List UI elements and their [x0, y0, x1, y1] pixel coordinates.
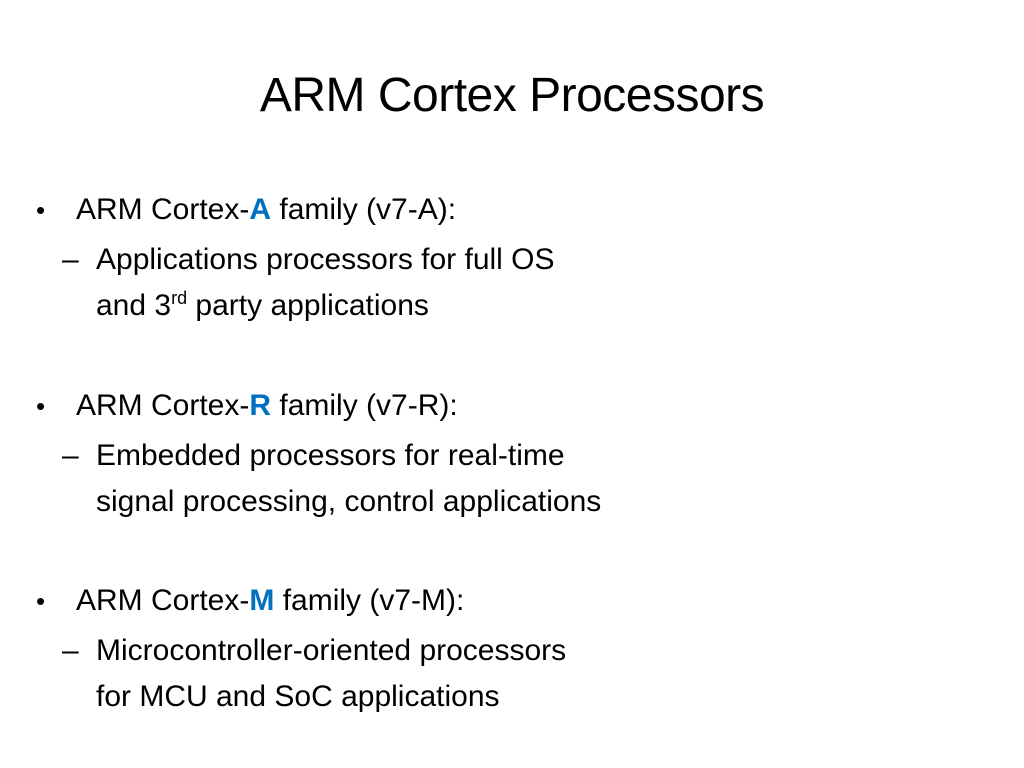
sub-line-1: Embedded processors for real-time: [96, 439, 565, 472]
dash-icon: –: [62, 634, 79, 667]
sub-bullet-text: Microcontroller-oriented processors for …: [96, 628, 566, 720]
sub-line-2: and 3rd party applications: [96, 283, 555, 329]
dash-icon: –: [62, 439, 79, 472]
dash-icon: –: [62, 243, 79, 276]
sub-bullet-text: Applications processors for full OS and …: [96, 237, 555, 329]
bullet-prefix: ARM Cortex-: [76, 389, 250, 422]
family-letter-a: A: [249, 193, 272, 226]
bullet-suffix: family (v7-R):: [271, 389, 458, 422]
bullet-prefix: ARM Cortex-: [76, 584, 250, 617]
bullet-text: ARM Cortex-M family (v7-M):: [76, 578, 464, 624]
sub-line-2: for MCU and SoC applications: [96, 680, 500, 713]
bullet-group-cortex-m: • ARM Cortex-M family (v7-M): – Microcon…: [0, 578, 1024, 713]
bullet-dot-icon: •: [36, 586, 46, 616]
bullet-group-cortex-r: • ARM Cortex-R family (v7-R): – Embedded…: [0, 383, 1024, 518]
family-letter-r: R: [249, 389, 272, 422]
sub-line-2-post: party applications: [187, 289, 429, 322]
sub-line-2-pre: and 3: [96, 289, 172, 322]
main-bullet-cortex-a: • ARM Cortex-A family (v7-A):: [0, 187, 1024, 233]
bullet-prefix: ARM Cortex-: [76, 193, 250, 226]
main-bullet-cortex-r: • ARM Cortex-R family (v7-R):: [0, 383, 1024, 429]
bullet-text: ARM Cortex-R family (v7-R):: [76, 383, 458, 429]
bullet-dot-icon: •: [36, 195, 46, 225]
bullet-text: ARM Cortex-A family (v7-A):: [76, 187, 456, 233]
sub-line-1: Applications processors for full OS: [96, 243, 555, 276]
bullet-dot-icon: •: [36, 391, 46, 421]
sub-line-1: Microcontroller-oriented processors: [96, 634, 567, 667]
slide-title: ARM Cortex Processors: [259, 69, 765, 122]
bullet-group-cortex-a: • ARM Cortex-A family (v7-A): – Applicat…: [0, 187, 1024, 322]
sub-bullet-text: Embedded processors for real-time signal…: [96, 433, 601, 525]
family-letter-m: M: [249, 584, 275, 617]
ordinal-superscript: rd: [171, 288, 188, 308]
sub-line-2: signal processing, control applications: [96, 485, 602, 518]
bullet-suffix: family (v7-A):: [271, 193, 457, 226]
main-bullet-cortex-m: • ARM Cortex-M family (v7-M):: [0, 578, 1024, 624]
bullet-suffix: family (v7-M):: [274, 584, 465, 617]
